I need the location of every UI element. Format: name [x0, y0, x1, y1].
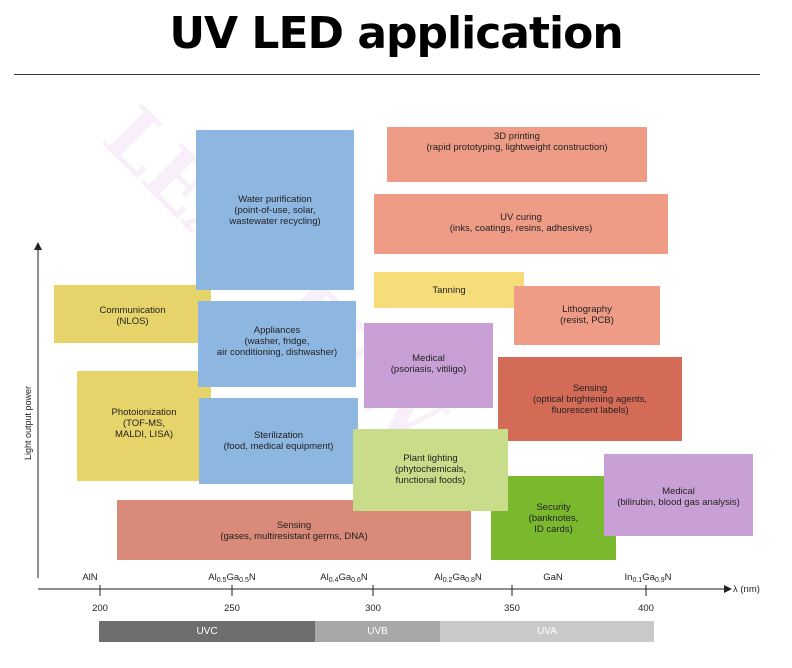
app-desc: (food, medical equipment) [223, 441, 334, 452]
title-divider [14, 74, 760, 75]
band-uvb: UVB [315, 621, 440, 642]
material-al04: Al0.4Ga0.6N [320, 572, 368, 584]
app-tanning: Tanning [374, 272, 524, 308]
app-desc: (rapid prototyping, lightweight construc… [426, 142, 608, 153]
app-title: Sensing [572, 383, 608, 394]
app-sensing-optical: Sensing (optical brightening agents, flu… [498, 357, 682, 441]
material-gan: GaN [543, 572, 563, 583]
app-title: UV curing [500, 212, 542, 223]
app-lithography: Lithography (resist, PCB) [514, 286, 660, 345]
app-desc: (psoriasis, vitiligo) [390, 364, 467, 375]
y-axis-label: Light output power [23, 385, 33, 461]
app-title: Plant lighting [403, 453, 458, 464]
app-security: Security (banknotes, ID cards) [491, 476, 616, 560]
app-title: Tanning [432, 284, 466, 296]
material-al02: Al0.2Ga0.8N [434, 572, 482, 584]
app-title: Medical [412, 353, 445, 364]
x-tick-marks [99, 585, 647, 596]
app-title: Sensing [276, 520, 312, 531]
app-title: 3D printing [494, 131, 540, 142]
app-desc: (washer, fridge, air conditioning, dishw… [216, 336, 338, 358]
app-title: Medical [662, 486, 695, 497]
app-title: Lithography [562, 304, 612, 315]
app-title: Communication [99, 305, 166, 316]
app-desc: (bilirubin, blood gas analysis) [617, 497, 740, 508]
x-tick-label: 250 [224, 603, 240, 614]
app-title: Sterilization [253, 430, 304, 441]
app-appliances: Appliances (washer, fridge, air conditio… [198, 301, 356, 387]
material-al05: Al0.5Ga0.5N [208, 572, 256, 584]
app-desc: (phytochemicals, functional foods) [394, 464, 467, 486]
app-desc: (NLOS) [116, 316, 149, 327]
app-desc: (optical brightening agents, fluorescent… [532, 394, 648, 416]
band-uvc: UVC [99, 621, 315, 642]
app-desc: (banknotes, ID cards) [528, 513, 579, 535]
app-desc: (gases, multiresistant germs, DNA) [220, 531, 368, 542]
app-sterilization: Sterilization (food, medical equipment) [199, 398, 358, 484]
app-communication: Communication (NLOS) [54, 285, 211, 343]
app-desc: (TOF-MS, MALDI, LISA) [114, 418, 174, 440]
app-plant-lighting: Plant lighting (phytochemicals, function… [353, 429, 508, 511]
app-title: Security [536, 502, 571, 513]
material-ingan: In0.1Ga0.9N [625, 572, 672, 584]
app-water-purification: Water purification (point-of-use, solar,… [196, 130, 354, 290]
app-desc: (point-of-use, solar, wastewater recycli… [229, 204, 321, 227]
material-aln: AlN [82, 572, 97, 583]
app-3d-printing: 3D printing (rapid prototyping, lightwei… [387, 127, 647, 182]
page-title: UV LED application [169, 8, 623, 59]
app-desc: (resist, PCB) [560, 315, 614, 326]
x-tick-label: 300 [365, 603, 381, 614]
app-title: Appliances [253, 325, 301, 336]
app-desc: (inks, coatings, resins, adhesives) [449, 223, 593, 234]
x-tick-label: 200 [92, 603, 108, 614]
app-title: Water purification [238, 193, 312, 205]
app-medical-psoriasis: Medical (psoriasis, vitiligo) [364, 323, 493, 408]
band-uva: UVA [440, 621, 654, 642]
app-medical-bilirubin: Medical (bilirubin, blood gas analysis) [604, 454, 753, 536]
app-title: Photoionization [111, 407, 177, 418]
app-photoionization: Photoionization (TOF-MS, MALDI, LISA) [77, 371, 211, 481]
app-uv-curing: UV curing (inks, coatings, resins, adhes… [374, 194, 668, 254]
x-tick-label: 350 [504, 603, 520, 614]
x-axis-unit: λ (nm) [733, 584, 760, 595]
x-tick-label: 400 [638, 603, 654, 614]
